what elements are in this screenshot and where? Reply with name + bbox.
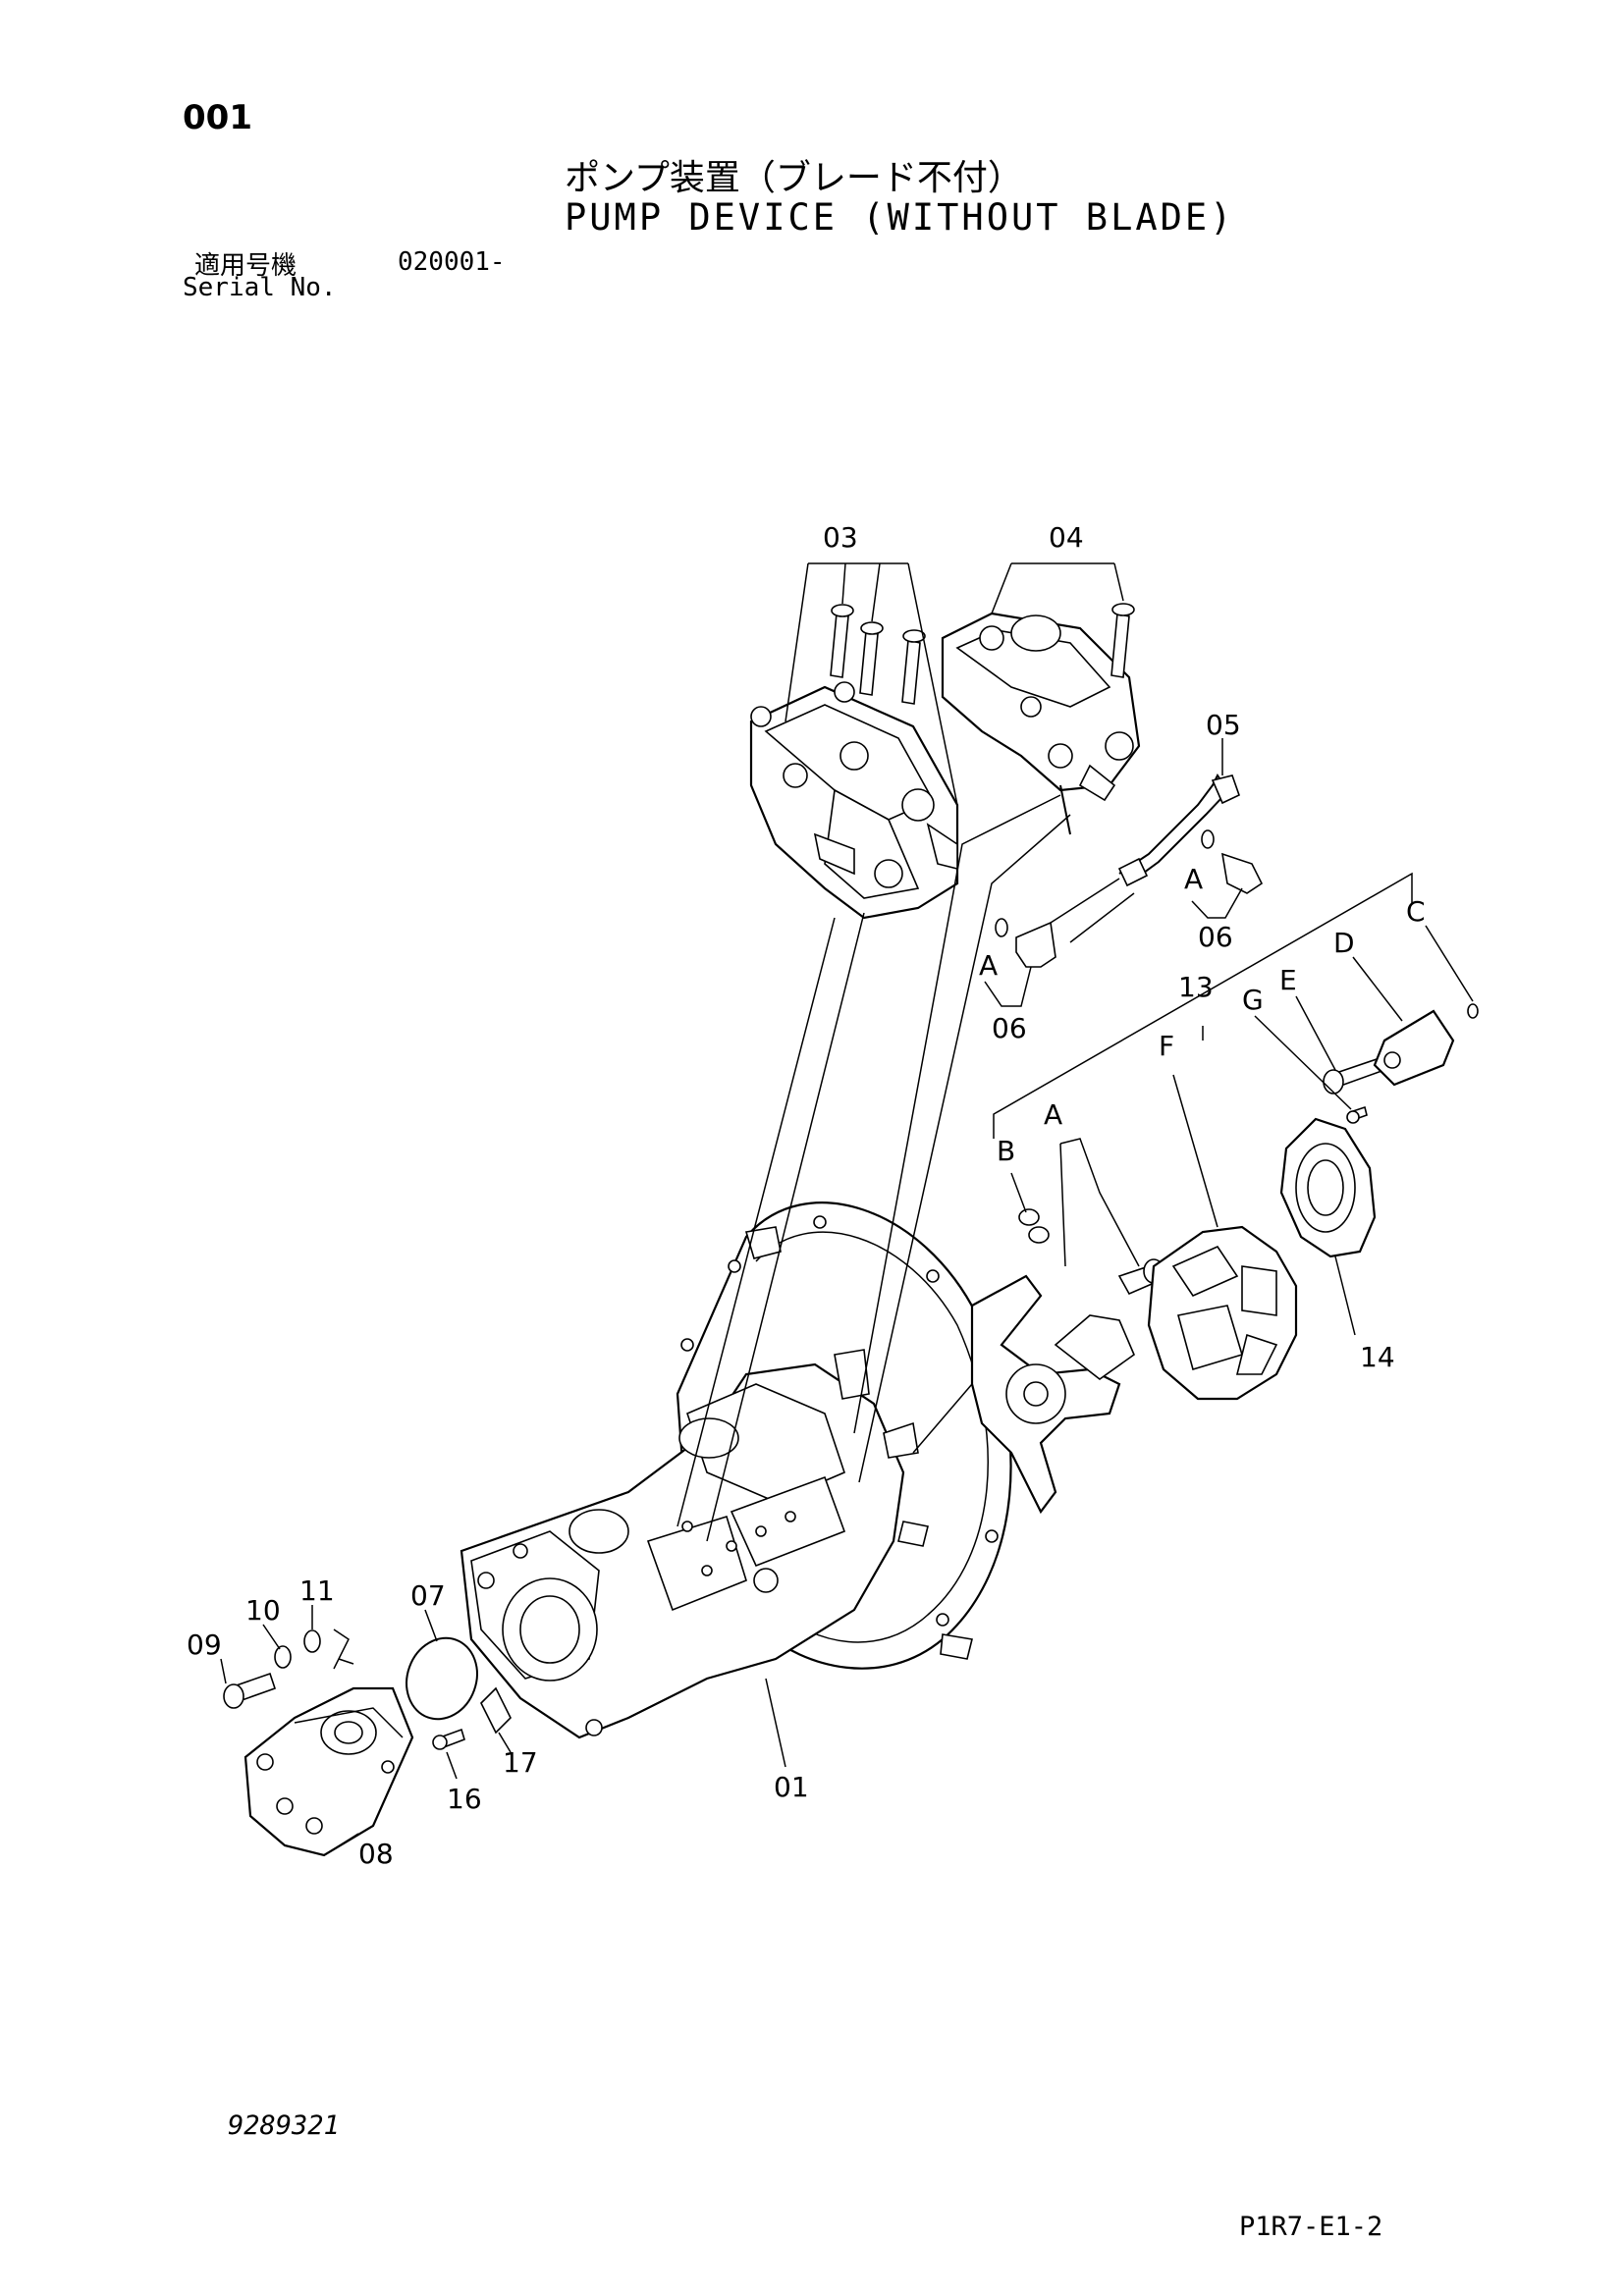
coupling-block-d <box>1373 1009 1455 1087</box>
page-code: P1R7-E1-2 <box>1239 2212 1383 2242</box>
part-04-regulator <box>941 603 1141 802</box>
document-number: 9289321 <box>228 2110 340 2141</box>
callout-10: 10 <box>245 1594 281 1627</box>
part-11-washer <box>303 1629 321 1653</box>
serial-label-english: Serial No. <box>183 273 337 302</box>
coupling-element-f <box>1147 1225 1298 1401</box>
part-06-fitting-right <box>1201 829 1264 894</box>
part-16-screw <box>432 1728 465 1750</box>
callout-sub-a-right: A <box>1184 863 1203 895</box>
callout-sub-g: G <box>1242 984 1264 1016</box>
callout-11: 11 <box>299 1575 335 1607</box>
serial-value: 020001- <box>398 247 506 277</box>
serial-label-japanese: 適用号機 <box>194 251 298 281</box>
callout-sub-e: E <box>1279 964 1297 996</box>
part-14-plate <box>1279 1117 1377 1258</box>
part-07-o-ring <box>406 1636 478 1721</box>
callout-14: 14 <box>1360 1341 1395 1373</box>
leader-lines <box>220 562 1474 1856</box>
callout-05: 05 <box>1206 709 1241 741</box>
coupling-pin-c <box>1467 1003 1479 1019</box>
part-08-gear-pump <box>244 1686 414 1857</box>
bolt-03-2 <box>859 621 884 696</box>
bolt-03-1 <box>830 604 854 678</box>
part-17-plate <box>480 1686 512 1735</box>
callout-labels: 03 04 05 06 06 13 14 01 08 09 10 11 07 1… <box>187 521 1426 1870</box>
coupling-set-screw-b <box>1018 1208 1050 1244</box>
part-03-regulator <box>749 604 959 920</box>
callout-03: 03 <box>823 521 858 554</box>
part-01-main-pump <box>460 1349 929 1739</box>
callout-01: 01 <box>774 1771 809 1803</box>
callout-07: 07 <box>410 1579 446 1612</box>
part-09-bolt <box>223 1672 277 1709</box>
callout-06-right: 06 <box>1198 921 1233 953</box>
callout-sub-c: C <box>1406 895 1426 928</box>
callout-06-left: 06 <box>992 1012 1027 1044</box>
coupling-screw-g <box>1346 1105 1368 1124</box>
title-english: PUMP DEVICE (WITHOUT BLADE) <box>565 196 1235 239</box>
callout-04: 04 <box>1049 521 1084 554</box>
page-number: 001 <box>183 98 252 137</box>
callout-sub-f: F <box>1159 1030 1174 1062</box>
callout-09: 09 <box>187 1629 222 1661</box>
part-13-coupling <box>970 1003 1479 1515</box>
callout-13: 13 <box>1178 971 1214 1003</box>
bolt-04 <box>1110 603 1135 678</box>
bolt-03-3 <box>901 629 926 705</box>
coupling-hub-a <box>970 1274 1135 1515</box>
callout-sub-d: D <box>1333 927 1355 959</box>
part-06-fitting-left <box>995 918 1056 968</box>
part-10-washer <box>274 1645 292 1669</box>
callout-sub-a-left: A <box>979 949 998 982</box>
callout-sub-b: B <box>997 1135 1015 1167</box>
callout-sub-a-coupling: A <box>1044 1098 1062 1131</box>
callout-16: 16 <box>447 1783 482 1815</box>
title-japanese: ポンプ装置（ブレード不付） <box>565 158 1023 198</box>
callout-17: 17 <box>503 1746 538 1779</box>
callout-08: 08 <box>358 1838 394 1870</box>
part-05-pipe <box>1050 774 1240 943</box>
